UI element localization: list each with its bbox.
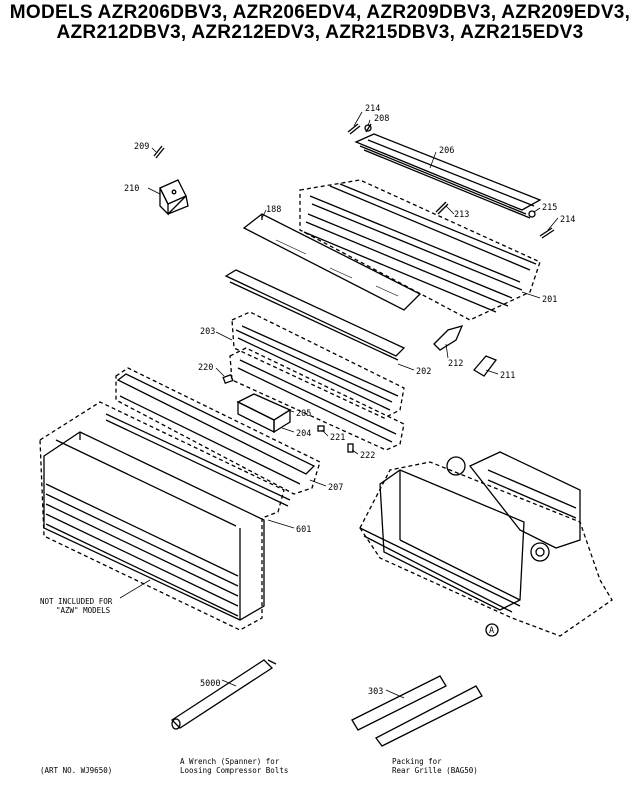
clip-211 (473, 355, 498, 377)
models-title-line-1: MODELS AZR206DBV3, AZR206EDV4, AZR209DBV… (9, 2, 631, 23)
frame-rail-upper (224, 269, 406, 361)
screw-214-top (347, 123, 361, 135)
packing-303-lower (375, 685, 483, 747)
label-201: 201 (542, 295, 557, 305)
label-303: 303 (368, 687, 383, 697)
clip-212 (433, 324, 464, 351)
grille-frame-207 (105, 367, 321, 507)
part-221 (317, 425, 325, 432)
label-202: 202 (416, 367, 431, 377)
part-222 (347, 443, 354, 453)
note-wrench-1: A Wrench (Spanner) for (180, 757, 280, 766)
frame-lower (229, 347, 405, 451)
label-220: 220 (198, 363, 213, 373)
label-221: 221 (330, 433, 345, 443)
wrench-5000 (170, 659, 277, 730)
label-211: 211 (500, 371, 515, 381)
note-not-included-1: NOT INCLUDED FOR (40, 597, 113, 606)
models-title-line-2: AZR212DBV3, AZR212EDV3, AZR215DBV3, AZR2… (56, 22, 584, 43)
screw-214-right (539, 227, 555, 239)
note-packing-1: Packing for (392, 757, 442, 766)
label-213: 213 (454, 210, 469, 220)
label-206: 206 (439, 146, 454, 156)
label-215: 215 (542, 203, 557, 213)
note-wrench-2: Loosing Compressor Bolts (180, 766, 288, 775)
rail-assembly-201 (299, 179, 541, 321)
label-circle-a: A (489, 626, 494, 636)
marker-circle-a (485, 623, 499, 637)
label-188: 188 (266, 205, 281, 215)
note-not-included-2: "AZW" MODELS (56, 606, 111, 615)
chassis-base (359, 451, 613, 637)
label-5000: 5000 (200, 679, 220, 689)
label-601: 601 (296, 525, 311, 535)
rail-206 (354, 133, 542, 219)
bracket-210 (159, 179, 189, 216)
label-214-right: 214 (560, 215, 575, 225)
nameplate-188 (242, 213, 422, 311)
label-208: 208 (374, 114, 389, 124)
art-number: (ART NO. WJ9650) (40, 766, 112, 775)
label-222: 222 (360, 451, 375, 461)
label-212: 212 (448, 359, 463, 369)
label-209: 209 (134, 142, 149, 152)
label-207: 207 (328, 483, 343, 493)
label-205: 205 (296, 409, 311, 419)
label-210: 210 (124, 184, 139, 194)
leader-lines (119, 111, 559, 699)
packing-303-upper (351, 675, 447, 731)
label-204: 204 (296, 429, 311, 439)
label-203: 203 (200, 327, 215, 337)
label-214-top: 214 (365, 104, 380, 114)
control-box-205 (236, 393, 292, 434)
frame-202 (231, 311, 405, 419)
screw-209 (153, 145, 163, 157)
screw-213 (435, 201, 449, 215)
front-cabinet-601 (39, 401, 285, 631)
screw-215 (528, 210, 536, 218)
note-packing-2: Rear Grille (BAG50) (392, 766, 478, 775)
